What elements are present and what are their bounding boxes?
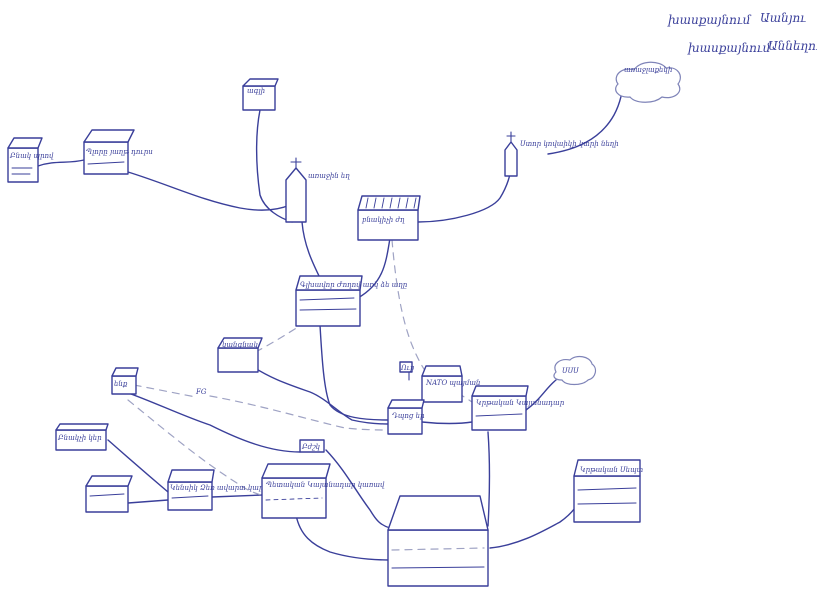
legend-row2-right: Աննեղու (768, 39, 817, 53)
house-large (388, 496, 488, 586)
label-far-left-lower: Բնակչի կեր (57, 434, 102, 442)
label-far-left: Բնակ պրով (9, 152, 54, 160)
box-center-hub: Գլխավոր Ժողով առկ ձե աղը (296, 276, 408, 326)
label-center-hub: Գլխավոր Ժողով առկ ձե աղը (300, 281, 408, 289)
legend-row1-left: խասքայնում (667, 13, 752, 27)
edge-leftsmall-tag (120, 390, 300, 452)
label-mid-center: Դպոց եր (392, 412, 425, 420)
legend-row1-right: Աանյու (760, 11, 806, 25)
church-right: Ստոր կովաիկի կտրի նեղի (505, 132, 619, 176)
edge-upper-hub (358, 238, 390, 298)
edge-upper-churchright (418, 165, 512, 222)
dash-upper-nat (392, 240, 432, 380)
label-tag-small: Բժշկ (301, 443, 320, 451)
box-center-upper: բնակիչի ժղ (358, 196, 420, 240)
edge-church-hub (302, 222, 322, 282)
label-cloud-top-right: առաջլաքեկի (624, 66, 672, 74)
box-far-left: Բնակ պրով (8, 138, 54, 182)
legend-row2-left: խասքայնում (687, 41, 772, 55)
edge-tag-bighouse (326, 450, 390, 528)
label-center-upper: բնակիչի ժղ (361, 216, 405, 224)
label-cloud-right: ՍՍՍ (562, 367, 579, 375)
box-left-upper: Պլորը յաղթ դուրս (84, 130, 153, 174)
dash-fg-midcenter (210, 396, 390, 430)
label-church-top: առաջին եղ (308, 172, 350, 180)
box-left-lower: Կենսիկ Ձեռ ավարտ կար (168, 470, 264, 510)
box-mid-left: կանգնակ (218, 338, 262, 372)
edge-farleftlow2-leftlower (128, 500, 168, 503)
legend: խասքայնում Աանյու խասքայնում Աննեղու (667, 11, 817, 55)
label-top-small: ագլի (247, 87, 265, 95)
label-hub-lower: Պետական Կայանադար կառավ (266, 481, 385, 489)
box-hub-lower: Պետական Կայանադար կառավ (262, 464, 385, 518)
box-top-small: ագլի (243, 79, 278, 110)
edge-hub-midcenter (320, 325, 388, 420)
label-right-mid: Կրթական Կայանադար (476, 399, 565, 407)
box-right-lower: Կրթական Սեպտ (574, 460, 644, 522)
edge-midcenter-rightmid (422, 422, 472, 424)
box-far-left-lower: Բնակչի կեր (56, 424, 108, 450)
label-connector-fg: FG (195, 388, 207, 396)
box-right-mid: Կրթական Կայանադար (472, 386, 565, 430)
edge-midleft-midcenter (246, 362, 388, 424)
cloud-right: ՍՍՍ (554, 357, 595, 385)
dash-leftsmall-fg (134, 385, 196, 397)
label-flag-small: Ուբ (400, 364, 415, 372)
edge-rightmid-bighouse (488, 432, 490, 526)
box-left-small: ենք (112, 368, 138, 394)
church-center: առաջին եղ (286, 158, 350, 222)
edge-leftlower-hublower (212, 495, 262, 497)
edge-bighouse-rightlower (490, 500, 580, 548)
label-right-lower: Կրթական Սեպտ (580, 466, 644, 474)
tag-small: Բժշկ (300, 440, 324, 452)
label-mid-left: կանգնակ (222, 341, 258, 349)
edge-farleft-leftupper (38, 160, 84, 166)
label-left-lower: Կենսիկ Ձեռ ավարտ կար (170, 484, 264, 492)
box-mid-center: Դպոց եր (388, 400, 425, 434)
cloud-top-right: առաջլաքեկի (616, 62, 681, 102)
box-far-left-lower-2 (86, 476, 132, 512)
label-church-right: Ստոր կովաիկի կտրի նեղի (520, 140, 619, 148)
flag-small: Ուբ (400, 362, 415, 372)
edge-hublower-bighouse (296, 515, 390, 560)
label-left-upper: Պլորը յաղթ դուրս (86, 148, 153, 156)
label-nat: NATO պայման (425, 379, 480, 387)
label-left-small: ենք (114, 380, 128, 388)
